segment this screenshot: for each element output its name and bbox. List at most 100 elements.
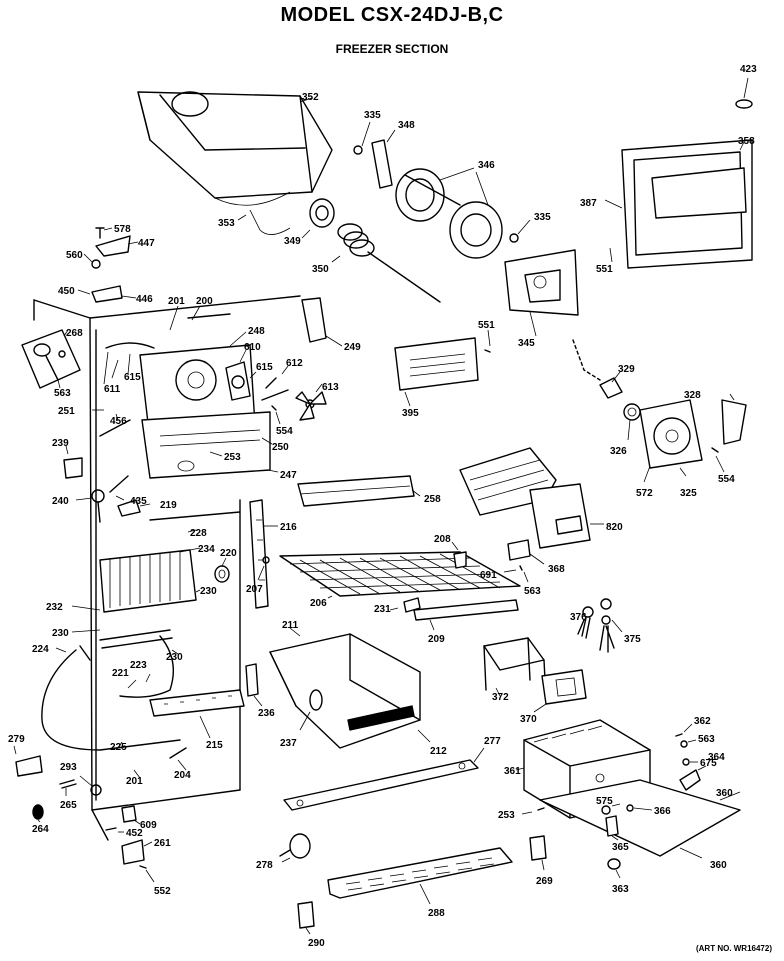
freezer-liner-201 [33, 295, 301, 841]
bracket-368 [507, 539, 531, 561]
label-216: 216 [280, 522, 297, 533]
label-240: 240 [52, 496, 69, 507]
motor-bracket-345 [504, 249, 579, 316]
label-365: 365 [612, 842, 629, 853]
label-554-b: 554 [718, 474, 735, 485]
label-370: 370 [520, 714, 537, 725]
label-572: 572 [636, 488, 653, 499]
bracket-612 [261, 377, 289, 401]
label-290: 290 [308, 938, 325, 949]
label-609: 609 [140, 820, 157, 831]
bracket-447 [95, 235, 131, 257]
screw-551 [484, 349, 491, 353]
label-219: 219 [160, 500, 177, 511]
label-563-c: 563 [698, 734, 715, 745]
label-578: 578 [114, 224, 131, 235]
screw-207 [262, 556, 270, 564]
cover-249 [301, 297, 327, 343]
label-360-b: 360 [710, 860, 727, 871]
label-326: 326 [610, 446, 627, 457]
part-575 [601, 805, 611, 815]
label-208: 208 [434, 534, 451, 545]
duct-216 [249, 499, 269, 609]
label-288: 288 [428, 908, 445, 919]
label-395: 395 [402, 408, 419, 419]
label-375: 375 [624, 634, 641, 645]
part-278 [279, 833, 311, 859]
label-353: 353 [218, 218, 235, 229]
rail-277 [283, 759, 479, 811]
part-208 [453, 551, 467, 569]
label-335: 335 [364, 110, 381, 121]
label-293: 293 [60, 762, 77, 773]
label-352: 352 [302, 92, 319, 103]
label-335-b: 335 [534, 212, 551, 223]
label-554: 554 [276, 426, 293, 437]
label-239: 239 [52, 438, 69, 449]
part-269 [529, 835, 547, 861]
screw-362 [675, 733, 683, 737]
bracket-328 [721, 399, 747, 445]
label-346: 346 [478, 160, 495, 171]
label-563-b: 563 [524, 586, 541, 597]
evaporator-cover-250 [141, 411, 271, 479]
label-231: 231 [374, 604, 391, 615]
grommet-220 [214, 565, 230, 583]
shaft-329 [599, 377, 623, 399]
wire-611 [105, 342, 155, 349]
label-350: 350 [312, 264, 329, 275]
washer-675 [682, 758, 690, 766]
label-264: 264 [32, 824, 49, 835]
label-560: 560 [66, 250, 83, 261]
label-215: 215 [206, 740, 223, 751]
label-552: 552 [154, 886, 171, 897]
dispenser-door-358 [621, 139, 753, 269]
part-452 [105, 827, 117, 831]
diagram-title: MODEL CSX-24DJ-B,C [280, 4, 504, 26]
label-237: 237 [280, 738, 297, 749]
label-349: 349 [284, 236, 301, 247]
label-230-b: 230 [52, 628, 69, 639]
label-675: 675 [700, 758, 717, 769]
label-363: 363 [612, 884, 629, 895]
part-363 [607, 858, 621, 870]
part-365 [605, 815, 619, 837]
cap-423 [735, 99, 753, 109]
label-366: 366 [654, 806, 671, 817]
screw-552 [139, 865, 147, 869]
label-230: 230 [200, 586, 217, 597]
part-240 [91, 489, 105, 523]
label-345: 345 [518, 338, 535, 349]
part-456 [99, 419, 131, 437]
label-265: 265 [60, 800, 77, 811]
label-201-b: 201 [126, 776, 143, 787]
label-612: 612 [286, 358, 303, 369]
washer-335 [509, 233, 519, 243]
wire-harness-375 [599, 598, 615, 653]
label-223: 223 [130, 660, 147, 671]
label-277: 277 [484, 736, 501, 747]
label-249: 249 [344, 342, 361, 353]
screw-578 [95, 227, 105, 239]
bracket-261 [121, 839, 145, 865]
screw-560 [91, 259, 101, 269]
label-450: 450 [58, 286, 75, 297]
label-456: 456 [110, 416, 127, 427]
label-551-b: 551 [478, 320, 495, 331]
label-325: 325 [680, 488, 697, 499]
part-691 [519, 565, 523, 571]
part-236 [245, 663, 259, 697]
label-329: 329 [618, 364, 635, 375]
fan-blade-613 [295, 391, 327, 421]
clip-231 [403, 597, 421, 613]
drain-trough-258 [297, 475, 415, 507]
coupling-349 [309, 198, 335, 228]
label-435: 435 [130, 496, 147, 507]
part-609 [121, 805, 137, 823]
label-691: 691 [480, 570, 497, 581]
label-362: 362 [694, 716, 711, 727]
label-387: 387 [580, 198, 597, 209]
heater-221 [99, 629, 174, 698]
ice-bucket-352 [137, 91, 333, 235]
motor-325 [639, 399, 703, 469]
